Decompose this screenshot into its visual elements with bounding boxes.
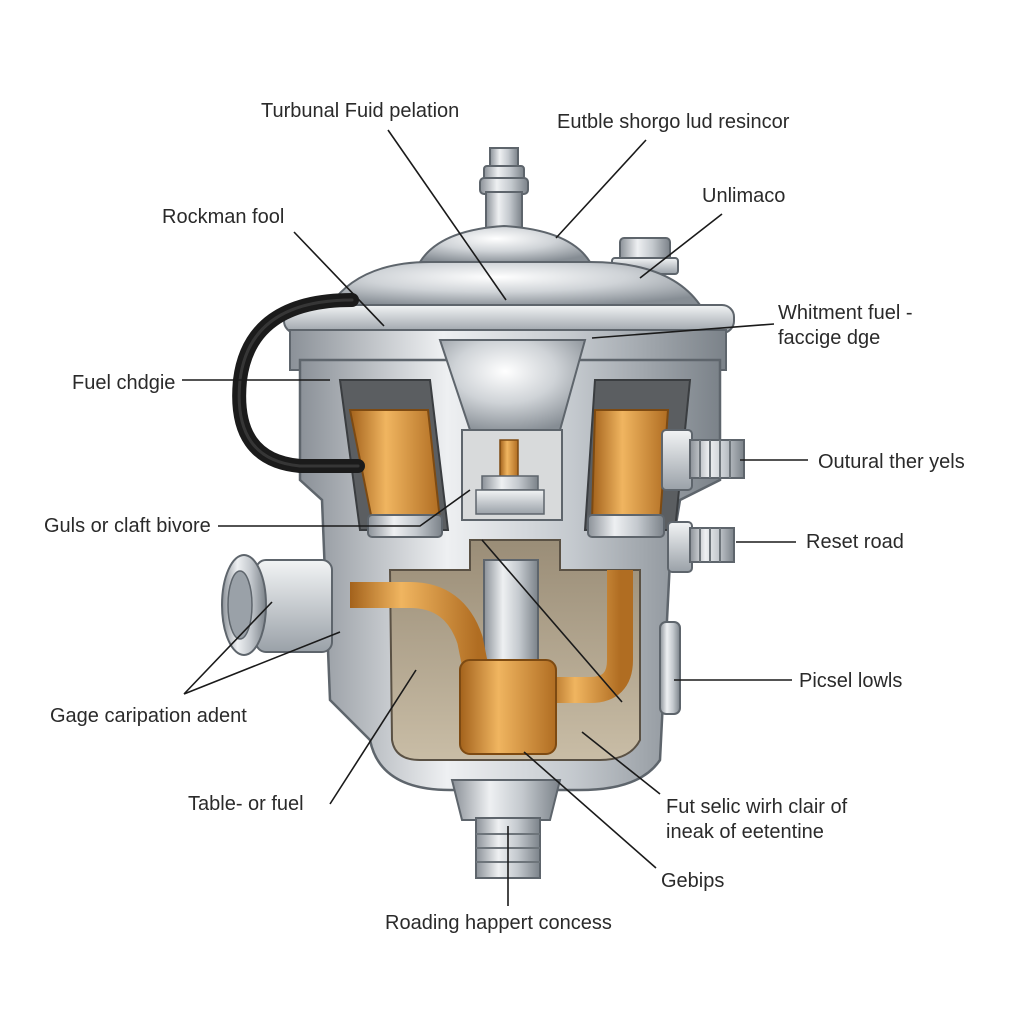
center-copper-stem: [499, 439, 519, 481]
label-reset: Reset road: [806, 531, 904, 553]
leader-rockman: [293, 231, 385, 327]
leader-gage: [183, 601, 341, 695]
leader-guls: [218, 489, 471, 527]
right-copper-cylinder: [590, 409, 670, 521]
right-fitting-lower: [667, 521, 735, 573]
label-turbunal: Turbunal Fuid pelation: [261, 100, 460, 122]
top-stem: [479, 147, 529, 233]
label-unlimaco: Unlimaco: [702, 185, 786, 207]
housing-flange: [283, 304, 735, 334]
copper-pipe-left: [350, 582, 491, 683]
leader-rhs-center: [481, 539, 623, 703]
label-picsel: Picsel lowls: [799, 670, 903, 692]
upper-housing: [328, 261, 702, 306]
leader-whitment: [591, 323, 775, 339]
label-eutble: Eutble shorgo lud resincor: [557, 111, 790, 133]
label-gage: Gage caripation adent: [50, 705, 247, 727]
label-rockman: Rockman fool: [162, 206, 285, 228]
copper-pipe-right: [545, 570, 633, 703]
label-gebips: Gebips: [661, 870, 725, 892]
leader-eutble: [555, 139, 647, 239]
label-fut-line1: Fut selic wirh clair of: [666, 796, 848, 818]
center-pillar: [483, 559, 539, 671]
copper-junction-block: [459, 659, 557, 755]
leader-lines: [182, 129, 808, 906]
label-table: Table- or fuel: [188, 793, 304, 815]
label-outural: Outural ther yels: [818, 451, 965, 473]
label-fut-line2: ineak of eetentine: [666, 821, 824, 843]
leader-fut: [581, 731, 661, 795]
leader-table: [329, 669, 417, 805]
bottom-outlet: [450, 779, 562, 879]
label-whitment-line2: faccige dge: [778, 327, 881, 349]
label-whitment-line1: Whitment fuel -: [778, 302, 913, 324]
label-guls: Guls or claft bivore: [44, 515, 211, 537]
leader-turbunal: [387, 129, 507, 301]
leader-gebips: [523, 751, 657, 869]
top-dome: [418, 224, 592, 263]
label-fuel-chdgie: Fuel chdgie: [72, 372, 176, 394]
right-side-plate: [659, 621, 681, 715]
left-inlet-port: [221, 554, 333, 656]
label-roading: Roading happert concess: [385, 912, 612, 934]
right-fitting-upper: [661, 429, 745, 491]
leader-unlimaco: [639, 213, 723, 279]
